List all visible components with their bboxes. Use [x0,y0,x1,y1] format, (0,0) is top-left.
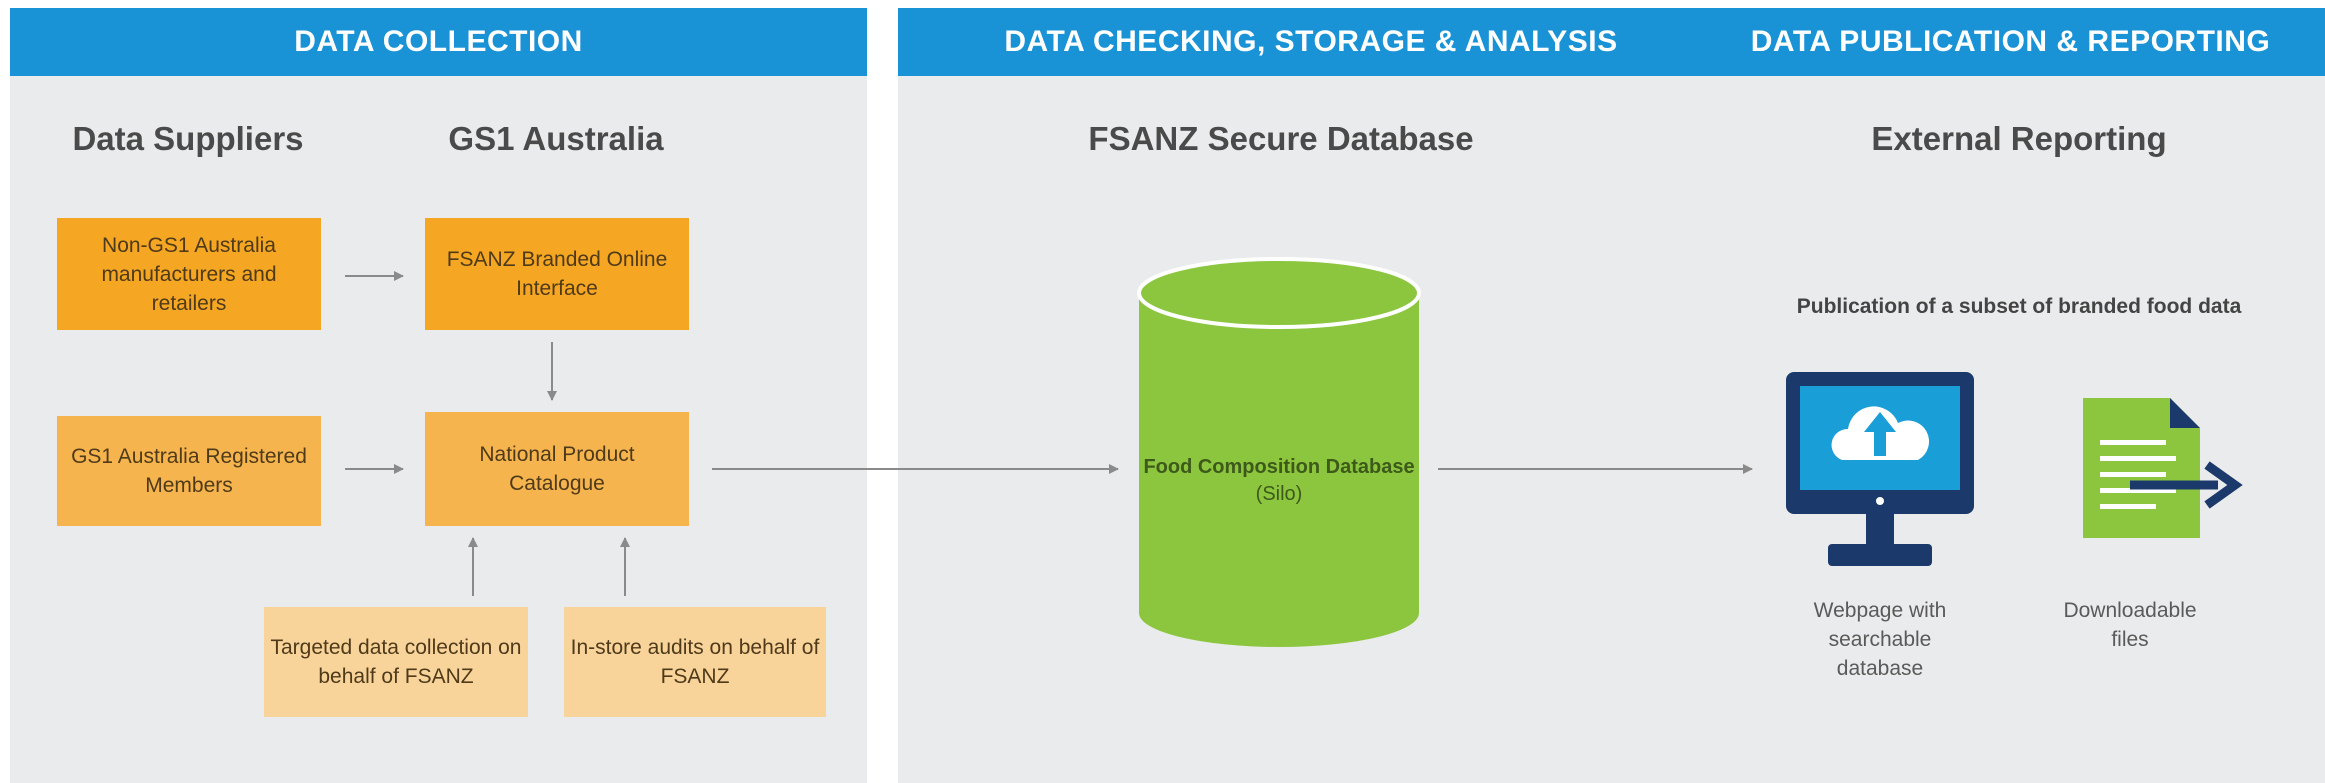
data-publication-panel: DATA PUBLICATION & REPORTING [1696,8,2325,783]
gs1-registered-members-box: GS1 Australia Registered Members [57,416,321,526]
data-collection-banner: DATA COLLECTION [10,8,867,76]
database-label-sub: (Silo) [1256,483,1303,505]
instore-audits-box: In-store audits on behalf of FSANZ [564,607,826,717]
data-publication-banner: DATA PUBLICATION & REPORTING [1696,8,2325,76]
national-product-catalogue-box: National Product Catalogue [425,412,689,526]
food-composition-database-cylinder: Food Composition Database (Silo) [1137,257,1421,647]
webpage-searchable-database-label: Webpage with searchable database [1813,599,1947,680]
data-checking-banner: DATA CHECKING, STORAGE & ANALYSIS [898,8,1724,76]
fsanz-secure-database-heading: FSANZ Secure Database [1088,120,1474,157]
publication-subtitle: Publication of a subset of branded food … [1796,295,2242,318]
external-reporting-heading: External Reporting [1871,120,2167,157]
document-export-icon [2083,398,2243,538]
data-suppliers-heading: Data Suppliers [72,120,304,157]
non-gs1-suppliers-box: Non-GS1 Australia manufacturers and reta… [57,218,321,330]
targeted-data-collection-box: Targeted data collection on behalf of FS… [264,607,528,717]
downloadable-files-label: Downloadable files [2063,599,2197,651]
data-checking-panel: DATA CHECKING, STORAGE & ANALYSIS [898,8,1724,783]
database-label-main: Food Composition Database [1143,456,1414,478]
fsanz-online-interface-box: FSANZ Branded Online Interface [425,218,689,330]
monitor-cloud-upload-icon [1786,372,1974,566]
gs1-australia-heading: GS1 Australia [448,120,664,157]
